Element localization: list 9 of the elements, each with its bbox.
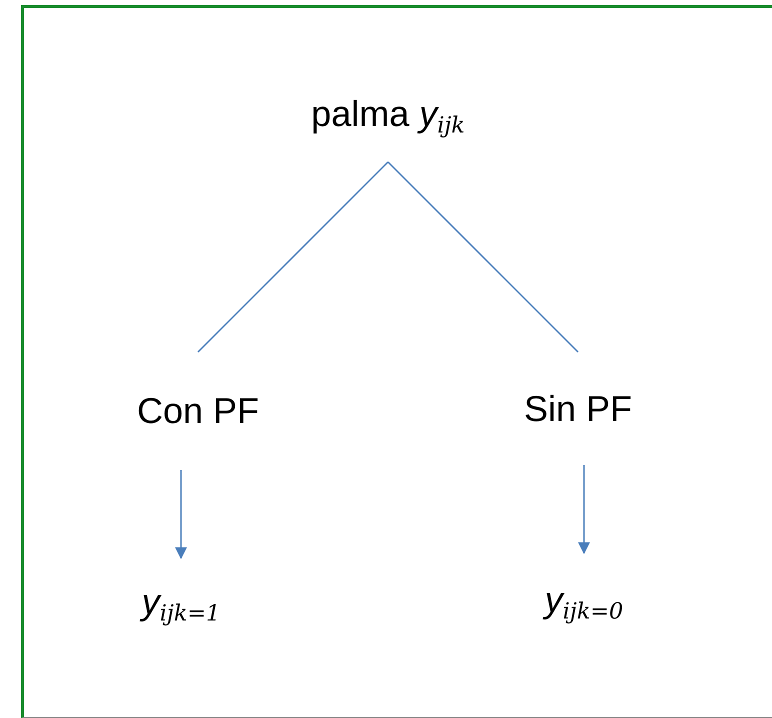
node-label: Sin PF	[524, 388, 632, 430]
node-label: y$_{ijk=0}$	[544, 578, 624, 624]
connector-line	[387, 161, 579, 353]
arrow	[175, 470, 187, 560]
arrow	[578, 465, 590, 554]
node-label: palma y$_{ijk}$	[311, 93, 465, 139]
connector-line	[197, 161, 389, 353]
node-label: y$_{ijk=1}$	[142, 581, 220, 627]
node-label: Con PF	[136, 390, 260, 432]
